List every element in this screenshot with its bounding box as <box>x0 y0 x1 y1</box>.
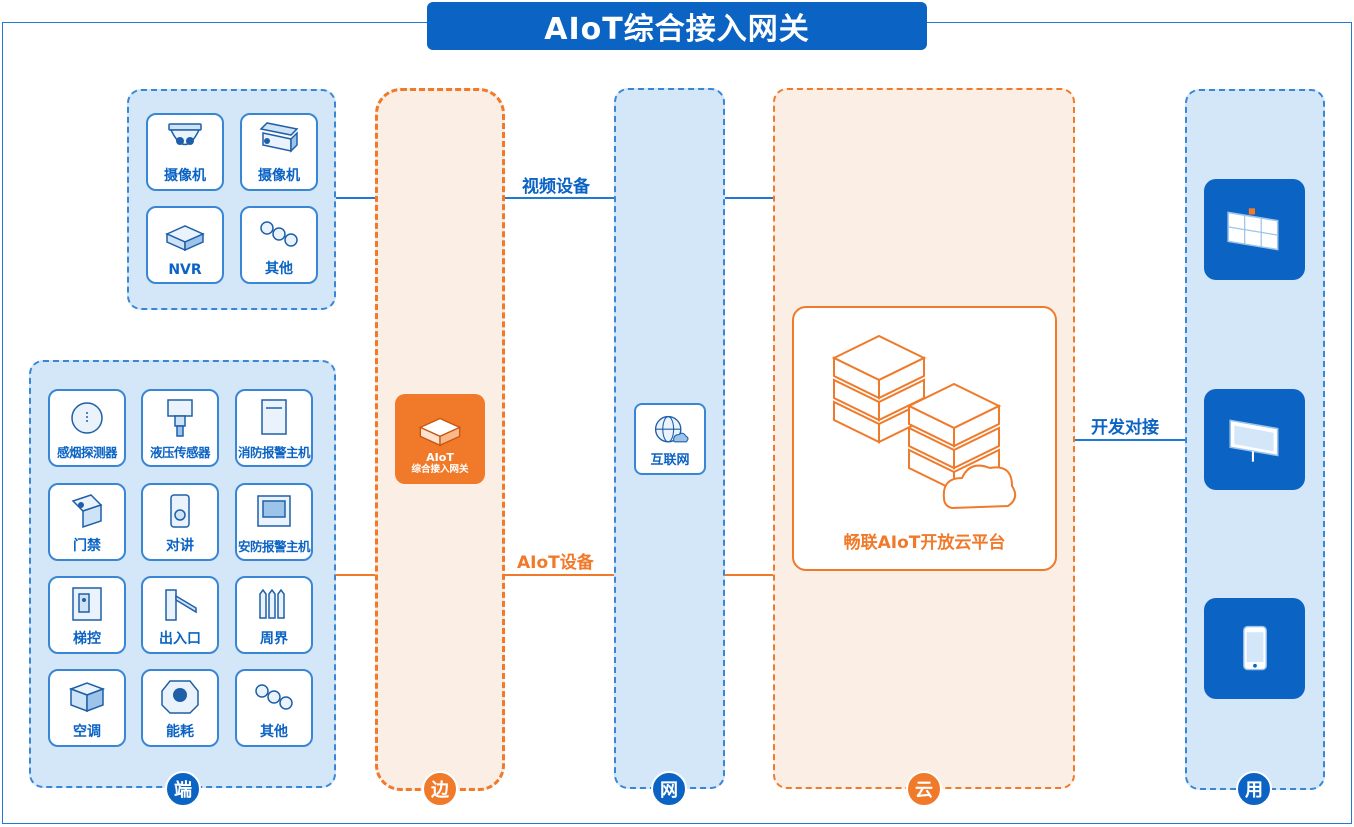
server-cloud-icon <box>831 334 1017 510</box>
app-video-wall <box>1204 179 1305 280</box>
tile-label: 对讲 <box>166 538 194 554</box>
aiot-link-label: AIoT设备 <box>517 553 594 573</box>
column-badge-cloud: 云 <box>906 771 942 807</box>
tile-label: 梯控 <box>73 631 101 647</box>
video-link-label: 视频设备 <box>522 177 590 197</box>
aiot-link-left <box>336 574 375 576</box>
cloud-platform-label: 畅联AIoT开放云平台 <box>843 533 1006 553</box>
aiot-gateway: AIoT 综合接入网关 <box>395 394 485 484</box>
aiot-link-right <box>725 574 773 576</box>
video-tile-other: 其他 <box>240 206 318 284</box>
tile-label: 空调 <box>73 724 101 740</box>
aiot-tile-security-alarm: 安防报警主机 <box>235 483 313 561</box>
nvr-icon <box>165 225 205 252</box>
tile-label: 感烟探测器 <box>56 445 118 460</box>
gateway-box-icon <box>418 417 462 447</box>
video-link-right <box>725 197 773 199</box>
elevator-control-icon <box>72 587 102 621</box>
fire-alarm-host-icon <box>261 399 287 435</box>
open-link <box>1075 439 1185 441</box>
access-control-icon <box>71 494 103 529</box>
column-badge-end: 端 <box>165 771 201 807</box>
smartphone-icon <box>1242 625 1267 670</box>
monitor-icon <box>1228 418 1279 462</box>
video-wall-icon <box>1226 207 1279 251</box>
tile-label: 门禁 <box>73 538 101 554</box>
bullet-camera-icon <box>259 122 299 153</box>
aiot-tile-smoke: 感烟探测器 <box>48 389 126 467</box>
video-link-mid <box>505 197 614 199</box>
gateway-label-line1: AIoT <box>426 451 454 464</box>
aiot-tile-barrier: 出入口 <box>141 576 219 654</box>
aiot-tile-intercom: 对讲 <box>141 483 219 561</box>
dome-camera-icon <box>168 123 202 146</box>
tile-label: 摄像机 <box>164 168 206 184</box>
aiot-tile-air-conditioner: 空调 <box>48 669 126 747</box>
globe-icon <box>654 415 689 443</box>
tile-label: 安防报警主机 <box>237 539 311 554</box>
video-tile-camera-bullet: 摄像机 <box>240 113 318 191</box>
column-badge-use: 用 <box>1236 771 1272 807</box>
air-conditioner-icon <box>68 682 106 713</box>
hydraulic-sensor-icon <box>167 399 193 437</box>
aiot-tile-access: 门禁 <box>48 483 126 561</box>
cloud-platform-card: 畅联AIoT开放云平台 <box>792 306 1057 571</box>
video-link-left <box>336 197 375 199</box>
app-monitor <box>1204 389 1305 490</box>
tile-label: 液压传感器 <box>149 445 211 460</box>
aiot-tile-elevator: 梯控 <box>48 576 126 654</box>
open-link-label: 开发对接 <box>1091 418 1159 438</box>
intercom-icon <box>170 494 190 528</box>
tile-label: 其他 <box>260 724 288 740</box>
barrier-gate-icon <box>165 589 197 621</box>
security-alarm-host-icon <box>257 495 291 527</box>
tile-label: 摄像机 <box>258 168 300 184</box>
tile-label: 消防报警主机 <box>237 445 311 460</box>
tile-label: 出入口 <box>159 631 201 647</box>
video-tile-camera-dome: 摄像机 <box>146 113 224 191</box>
app-smartphone <box>1204 598 1305 699</box>
tile-label: 能耗 <box>166 724 194 740</box>
tile-label: 其他 <box>265 261 293 277</box>
internet-node: 互联网 <box>634 403 706 475</box>
other-dots-icon <box>255 684 293 710</box>
aiot-link-mid <box>505 574 614 576</box>
aiot-tile-hydraulic: 液压传感器 <box>141 389 219 467</box>
smoke-detector-icon <box>71 402 103 434</box>
perimeter-fence-icon <box>259 588 285 619</box>
aiot-tile-fire-alarm: 消防报警主机 <box>235 389 313 467</box>
video-tile-nvr: NVR <box>146 206 224 284</box>
aiot-tile-perimeter: 周界 <box>235 576 313 654</box>
other-dots-icon <box>260 221 298 247</box>
internet-label: 互联网 <box>650 453 690 468</box>
gateway-label-line2: 综合接入网关 <box>411 464 469 475</box>
aiot-tile-other: 其他 <box>235 669 313 747</box>
energy-meter-icon <box>161 680 199 714</box>
column-badge-edge: 边 <box>422 771 458 807</box>
tile-label: NVR <box>168 262 202 278</box>
column-badge-net: 网 <box>651 771 687 807</box>
tile-label: 周界 <box>260 631 288 647</box>
page-title: AIoT综合接入网关 <box>427 2 927 50</box>
aiot-tile-energy: 能耗 <box>141 669 219 747</box>
